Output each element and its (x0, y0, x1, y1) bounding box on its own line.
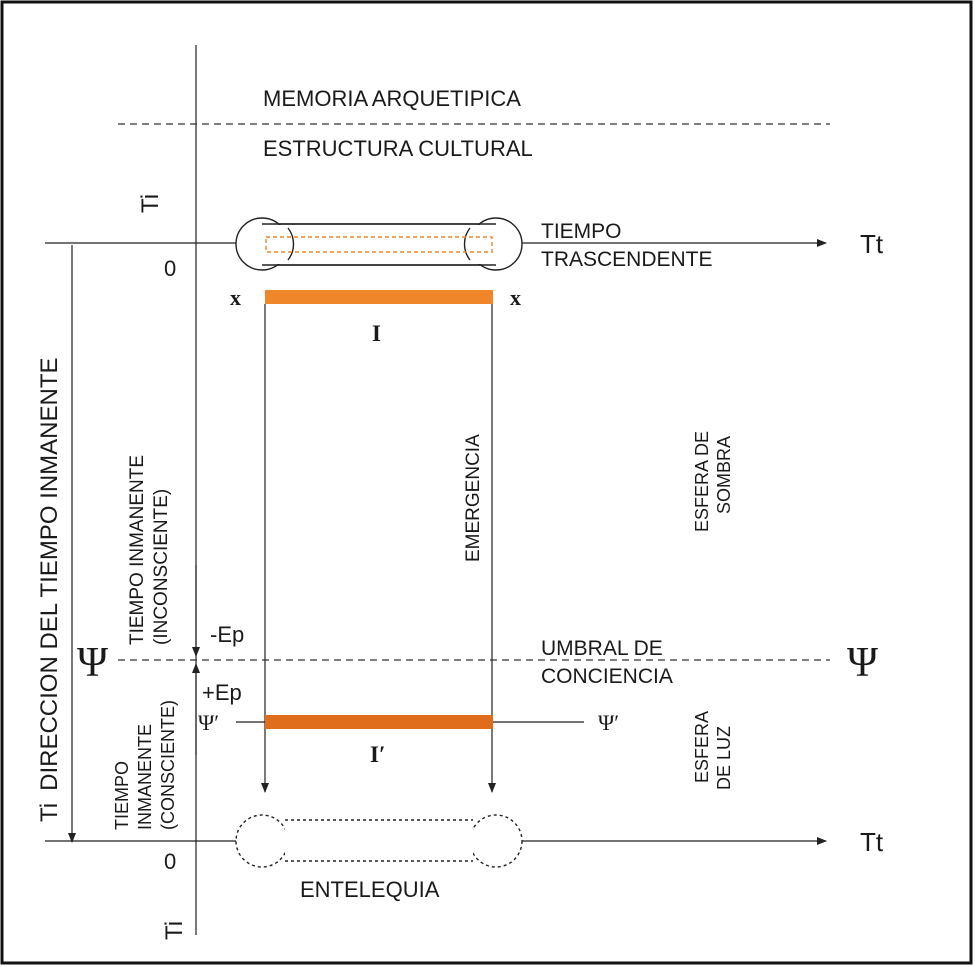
umbral-line1: UMBRAL DE (541, 637, 663, 660)
ti-left-label: Ti (36, 803, 63, 822)
emergencia-label: EMERGENCIA (463, 434, 484, 562)
ti-bottom-label: Ti (161, 921, 188, 940)
top-dumbbell (235, 217, 523, 271)
psi-prime-right-label: Ψ′ (598, 710, 619, 735)
x-left-label: x (230, 285, 241, 310)
esfera-sombra-line1: ESFERA DE (692, 431, 712, 532)
entelequia-label: ENTELEQUIA (300, 877, 440, 902)
ti-top-label: Ti (137, 194, 164, 213)
tiempo-trascendente-line1: TIEMPO (541, 220, 622, 243)
esfera-luz-line2: DE LUZ (714, 726, 734, 790)
direccion-label: Ti DIRECCION DEL TIEMPO INMANENTE (36, 358, 63, 823)
orange-bar-i-prime (265, 715, 493, 729)
tiempo-trascendente-line2: TRASCENDENTE (541, 248, 713, 271)
consciente-line1: TIEMPO (112, 761, 132, 830)
esfera-sombra-line2: SOMBRA (714, 436, 734, 514)
i-prime-label: I′ (370, 742, 385, 767)
inner-dashed-rect (265, 236, 493, 253)
psi-left-label: Ψ (77, 640, 108, 686)
psi-prime-left-label: Ψ′ (198, 710, 219, 735)
umbral-line2: CONCIENCIA (541, 665, 673, 688)
consciente-line3: (CONSCIENTE) (158, 700, 178, 830)
plus-ep-label: +Ep (202, 680, 242, 705)
tt-bottom-label: Tt (860, 827, 884, 857)
orange-bar-i (265, 290, 493, 304)
bottom-dumbbell (235, 814, 523, 868)
i-label: I (372, 321, 381, 346)
tt-top-label: Tt (860, 229, 884, 259)
memoria-label: MEMORIA ARQUETIPICA (263, 86, 521, 111)
consciente-line2: INMANENTE (135, 724, 155, 830)
inconsciente-line2: (INCONSCIENTE) (151, 489, 172, 645)
zero-top-label: 0 (164, 256, 176, 281)
minus-ep-label: -Ep (210, 622, 244, 647)
esfera-luz-line1: ESFERA (692, 711, 712, 783)
zero-bottom-label: 0 (164, 849, 176, 874)
x-right-label: x (510, 285, 521, 310)
inconsciente-line1: TIEMPO INMANENTE (127, 455, 148, 645)
psi-right-label: Ψ (847, 640, 878, 686)
direccion-text: DIRECCION DEL TIEMPO INMANENTE (36, 358, 63, 791)
estructura-label: ESTRUCTURA CULTURAL (263, 136, 533, 161)
